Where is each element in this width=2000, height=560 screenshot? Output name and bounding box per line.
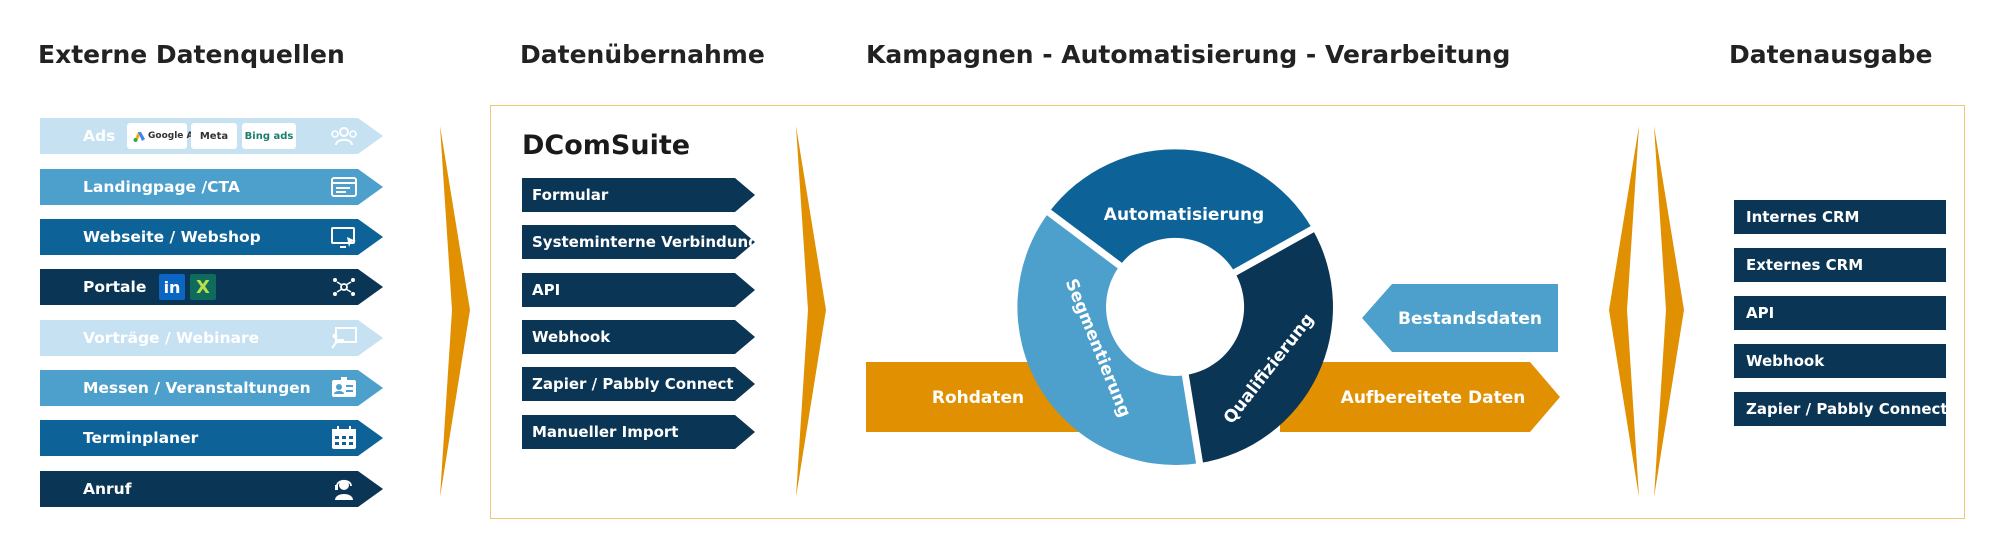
source-label: Messen / Veranstaltungen [83, 379, 311, 397]
output-webhook: Webhook [1734, 344, 1946, 378]
network-icon [333, 278, 355, 296]
heading-intake: Datenübernahme [520, 40, 765, 69]
webpage-icon [331, 177, 357, 197]
source-portale: Portale in X [40, 269, 383, 305]
google-ads-logo: Google Ads [127, 123, 205, 149]
source-label: Landingpage /CTA [83, 178, 240, 196]
segment-automatisierung [1048, 149, 1313, 273]
source-webinare: Vorträge / Webinare [40, 320, 383, 356]
chevron-output-right [1654, 126, 1684, 497]
output-api: API [1734, 296, 1946, 330]
source-terminplaner: Terminplaner [40, 420, 383, 456]
source-webshop: Webseite / Webshop [40, 219, 383, 255]
meta-logo: Meta [191, 123, 237, 149]
output-internes-crm: Internes CRM [1734, 200, 1946, 234]
people-icon [331, 127, 357, 146]
heading-campaigns: Kampagnen - Automatisierung - Verarbeitu… [866, 40, 1511, 69]
intake-systemintern: Systeminterne Verbindung [522, 225, 755, 259]
id-card-icon [332, 377, 356, 397]
source-label: Portale [83, 278, 147, 296]
headset-icon [335, 479, 353, 500]
cycle-label-automation: Automatisierung [1104, 205, 1264, 225]
intake-api: API [522, 273, 755, 307]
source-anruf: Anruf [40, 471, 383, 507]
source-label: Anruf [83, 480, 132, 498]
source-ads: Ads Google Ads Meta Bing ads [40, 118, 383, 154]
heading-output: Datenausgabe [1729, 40, 1933, 69]
output-zapier: Zapier / Pabbly Connect [1734, 392, 1948, 426]
presentation-icon [331, 327, 357, 349]
suite-frame [490, 105, 1965, 519]
flow-label-existing: Bestandsdaten [1398, 309, 1542, 329]
chevron-intake-separator [796, 126, 826, 497]
source-label: Terminplaner [83, 429, 199, 447]
monitor-click-icon [331, 227, 356, 248]
heading-sources: Externe Datenquellen [38, 40, 345, 69]
segment-qualifizierung [1185, 228, 1333, 464]
source-messen: Messen / Veranstaltungen [40, 370, 383, 406]
bing-ads-logo: Bing ads [242, 123, 296, 149]
intake-formular: Formular [522, 178, 755, 212]
intake-manual-import: Manueller Import [522, 415, 755, 449]
linkedin-logo: in [159, 274, 185, 300]
chevron-sources-separator [440, 126, 470, 497]
source-label: Webseite / Webshop [83, 228, 261, 246]
calendar-icon [332, 426, 356, 449]
source-label: Vorträge / Webinare [83, 329, 260, 347]
chevron-output-left [1609, 126, 1639, 497]
xing-logo: X [190, 274, 216, 300]
processed-data-arrow [1280, 362, 1560, 432]
suite-title: DComSuite [522, 130, 691, 161]
segment-segmentierung [1017, 212, 1200, 465]
output-externes-crm: Externes CRM [1734, 248, 1946, 282]
intake-zapier: Zapier / Pabbly Connect [522, 367, 755, 401]
source-landingpage: Landingpage /CTA [40, 169, 383, 205]
flow-label-processed: Aufbereitete Daten [1341, 388, 1526, 408]
cycle-ring [1017, 149, 1333, 473]
intake-webhook: Webhook [522, 320, 755, 354]
source-label: Ads [83, 127, 116, 145]
existing-data-arrow [1362, 284, 1558, 352]
flow-label-raw: Rohdaten [932, 388, 1024, 408]
